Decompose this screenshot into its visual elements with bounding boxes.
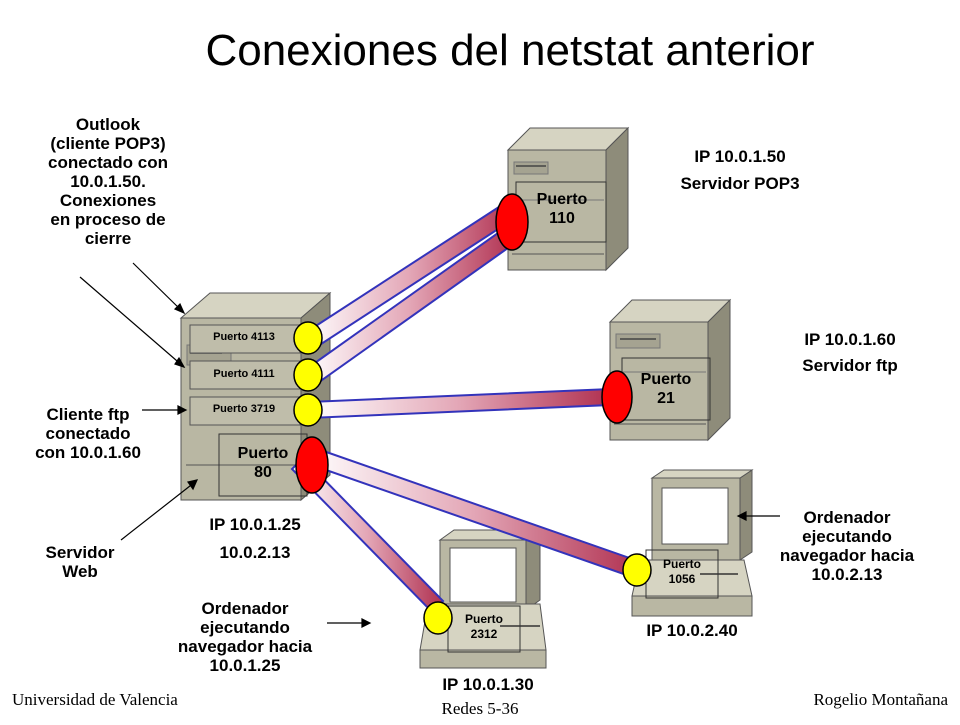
port-3719-endpoint xyxy=(293,393,323,427)
ports xyxy=(293,193,652,635)
arrow-outlook-2 xyxy=(79,276,185,368)
port-80-endpoint xyxy=(295,436,329,494)
arrow-outlook-1 xyxy=(132,262,185,314)
port-2312-endpoint xyxy=(423,601,453,635)
cable-4111-110 xyxy=(303,226,517,387)
arrow-web-server xyxy=(120,481,196,541)
port-4111-label: Puerto 4111 xyxy=(213,368,275,380)
port-3719-label: Puerto 3719 xyxy=(212,403,276,415)
port-4113-endpoint xyxy=(293,321,323,355)
footer-center: Redes 5-36 xyxy=(441,699,519,718)
port-2312-label: Puerto 2312 xyxy=(464,612,503,641)
label-browser-right: Ordenador ejecutando navegador hacia 10.… xyxy=(779,508,915,584)
port-1056-label: Puerto 1056 xyxy=(662,557,701,586)
web-ip2: 10.0.2.13 xyxy=(219,543,291,562)
port-21-label: Puerto 21 xyxy=(640,371,692,407)
port-1056-endpoint xyxy=(622,553,652,587)
pop3-ip: IP 10.0.1.50 xyxy=(694,147,786,166)
label-outlook: Outlook (cliente POP3) conectado con 10.… xyxy=(48,115,168,248)
cable-3719-21 xyxy=(308,387,611,420)
label-browser-left: Ordenador ejecutando navegador hacia 10.… xyxy=(177,599,313,675)
port-4111-endpoint xyxy=(293,358,323,392)
page-title: Conexiones del netstat anterior xyxy=(205,26,815,75)
port-4113-label: Puerto 4113 xyxy=(213,331,275,343)
arrows xyxy=(79,262,780,628)
ftp-role: Servidor ftp xyxy=(802,356,898,375)
pc-bottom-ip: IP 10.0.1.30 xyxy=(442,675,534,694)
pc-right-ip: IP 10.0.2.40 xyxy=(646,621,738,640)
label-ftp-client: Cliente ftp conectado con 10.0.1.60 xyxy=(35,405,141,462)
pc-bottom xyxy=(419,529,547,669)
port-110-endpoint xyxy=(495,193,529,251)
web-ip: IP 10.0.1.25 xyxy=(209,515,301,534)
footer-right: Rogelio Montañana xyxy=(813,690,948,709)
cables xyxy=(290,201,643,614)
cable-4113-110 xyxy=(303,201,517,350)
label-web-server: Servidor Web xyxy=(45,543,115,581)
port-80-label: Puerto 80 xyxy=(237,445,289,481)
port-21-endpoint xyxy=(601,370,633,424)
pc-right xyxy=(631,469,754,617)
ftp-ip: IP 10.0.1.60 xyxy=(804,330,896,349)
port-110-label: Puerto 110 xyxy=(536,191,588,227)
pop3-role: Servidor POP3 xyxy=(680,174,800,193)
footer-left: Universidad de Valencia xyxy=(12,690,178,709)
pop3-server xyxy=(506,126,630,272)
